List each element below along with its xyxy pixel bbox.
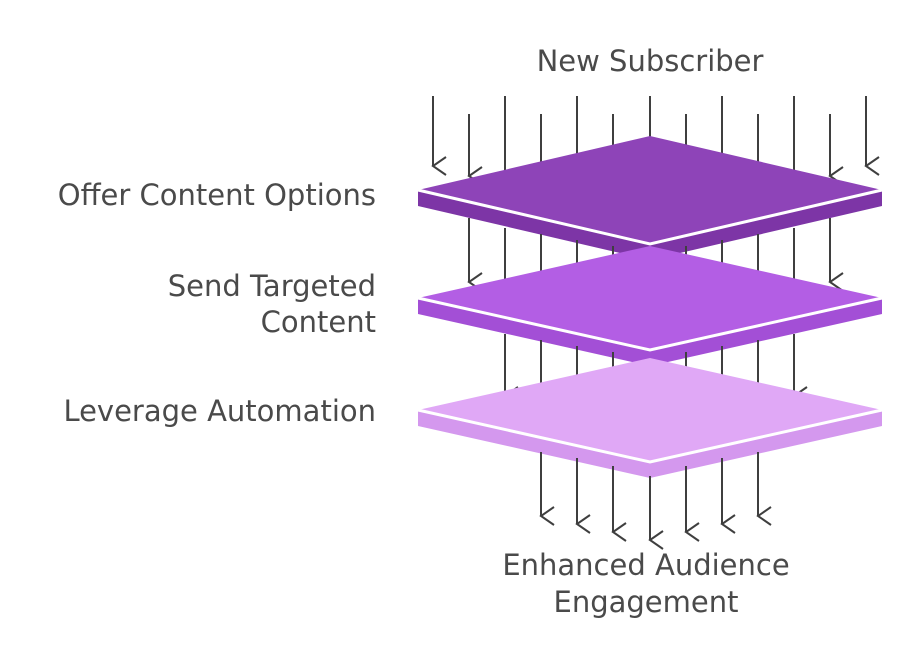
bottom-label-line-2: Engagement	[554, 585, 739, 619]
layer-2-side	[418, 298, 882, 366]
layer-2-top	[418, 246, 882, 350]
layer-plate-send-targeted-content	[417, 246, 883, 366]
top-label: New Subscriber	[537, 44, 764, 78]
layer-1-label: Offer Content Options	[58, 178, 376, 212]
arrows-below-layer-3	[539, 452, 772, 550]
layer-2-label-line-1: Send Targeted	[168, 269, 376, 303]
layer-plate-leverage-automation	[417, 358, 883, 478]
layer-3-highlight	[417, 408, 883, 464]
layer-2-highlight	[417, 296, 883, 352]
layer-3-top	[418, 358, 882, 462]
layer-1-top	[418, 136, 882, 244]
layer-3-side	[418, 410, 882, 478]
layer-2-label-line-2: Content	[261, 305, 376, 339]
layer-1-highlight	[417, 188, 883, 246]
layer-plate-offer-content-options	[417, 136, 883, 260]
bottom-label-line-1: Enhanced Audience	[502, 548, 789, 582]
layer-3-label: Leverage Automation	[63, 394, 376, 428]
